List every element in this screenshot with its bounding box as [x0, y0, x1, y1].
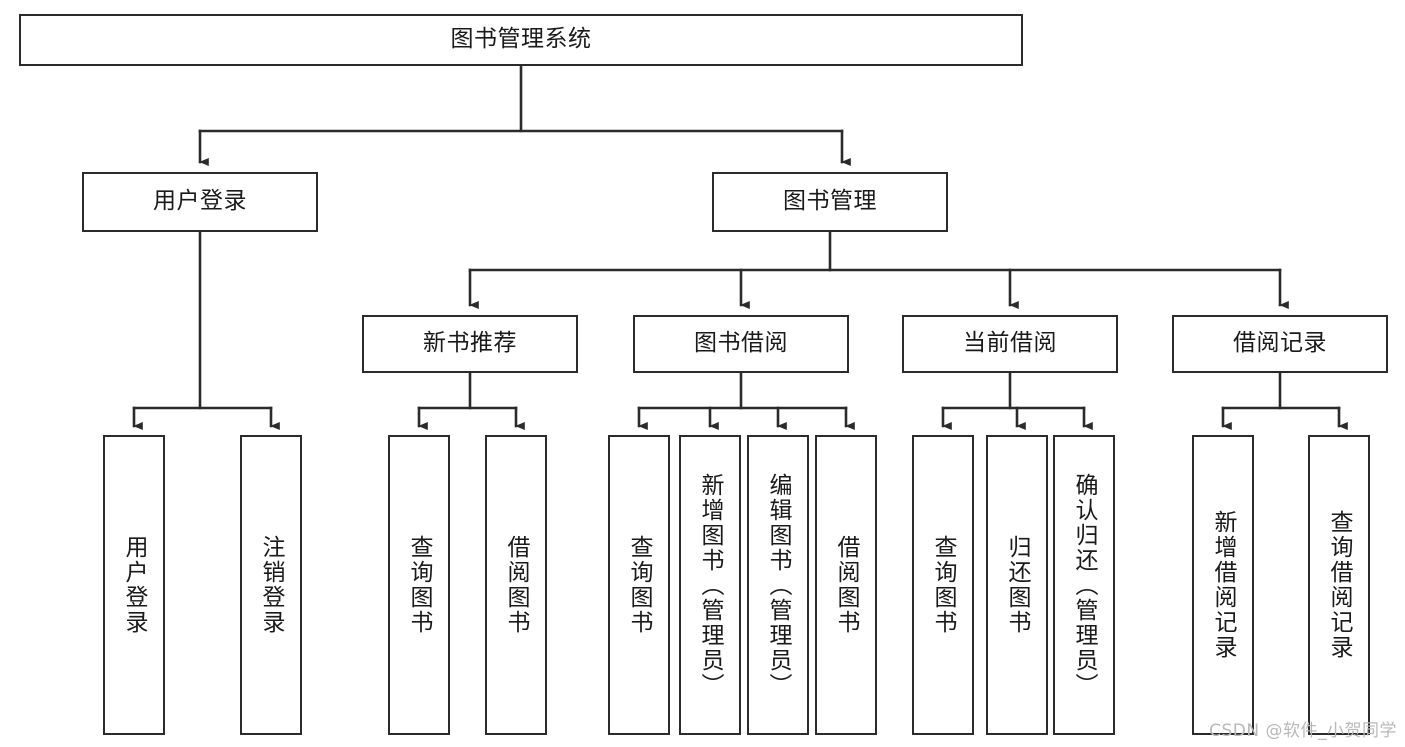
node-user-login-label: 用户登录 — [153, 188, 247, 215]
node-new-book-recommend-label: 新书推荐 — [423, 330, 517, 357]
node-book-borrow-label: 图书借阅 — [694, 330, 788, 357]
node-book-borrow[interactable]: 图书借阅 — [633, 315, 849, 373]
node-current-borrow[interactable]: 当前借阅 — [902, 315, 1118, 373]
leaf-query-book-borrow[interactable]: 查询图书 — [608, 435, 670, 735]
leaf-user-login[interactable]: 用户登录 — [103, 435, 165, 735]
node-borrow-record[interactable]: 借阅记录 — [1172, 315, 1388, 373]
node-new-book-recommend[interactable]: 新书推荐 — [362, 315, 578, 373]
leaf-query-book-current-label: 查询图书 — [930, 535, 957, 635]
leaf-query-borrow-record-label: 查询借阅记录 — [1326, 510, 1353, 660]
leaf-add-borrow-record-label: 新增借阅记录 — [1210, 510, 1237, 660]
leaf-query-book-current[interactable]: 查询图书 — [912, 435, 974, 735]
node-root-label: 图书管理系统 — [450, 26, 592, 53]
leaf-borrow-book-label: 借阅图书 — [833, 535, 860, 635]
node-book-management-label: 图书管理 — [783, 188, 877, 215]
node-root[interactable]: 图书管理系统 — [19, 14, 1023, 66]
leaf-add-book-admin[interactable]: 新增图书（管理员） — [679, 435, 741, 735]
leaf-query-book-recommend-label: 查询图书 — [406, 535, 433, 635]
leaf-edit-book-admin-label: 编辑图书（管理员） — [765, 472, 792, 698]
leaf-confirm-return-admin[interactable]: 确认归还（管理员） — [1053, 435, 1115, 735]
leaf-add-borrow-record[interactable]: 新增借阅记录 — [1192, 435, 1254, 735]
leaf-edit-book-admin[interactable]: 编辑图书（管理员） — [747, 435, 809, 735]
leaf-add-book-admin-label: 新增图书（管理员） — [697, 472, 724, 698]
leaf-borrow-book-recommend[interactable]: 借阅图书 — [485, 435, 547, 735]
leaf-user-login-label: 用户登录 — [121, 535, 148, 635]
node-book-management[interactable]: 图书管理 — [712, 172, 948, 232]
node-current-borrow-label: 当前借阅 — [963, 330, 1057, 357]
leaf-logout-label: 注销登录 — [258, 535, 285, 635]
leaf-query-book-recommend[interactable]: 查询图书 — [388, 435, 450, 735]
leaf-confirm-return-admin-label: 确认归还（管理员） — [1071, 472, 1098, 698]
leaf-return-book-label: 归还图书 — [1004, 535, 1031, 635]
leaf-query-borrow-record[interactable]: 查询借阅记录 — [1308, 435, 1370, 735]
leaf-borrow-book-recommend-label: 借阅图书 — [503, 535, 530, 635]
node-user-login[interactable]: 用户登录 — [82, 172, 318, 232]
leaf-borrow-book[interactable]: 借阅图书 — [815, 435, 877, 735]
node-borrow-record-label: 借阅记录 — [1233, 330, 1327, 357]
leaf-logout[interactable]: 注销登录 — [240, 435, 302, 735]
leaf-query-book-borrow-label: 查询图书 — [626, 535, 653, 635]
leaf-return-book[interactable]: 归还图书 — [986, 435, 1048, 735]
csdn-watermark: CSDN @软件_小贺同学 — [1209, 721, 1397, 741]
